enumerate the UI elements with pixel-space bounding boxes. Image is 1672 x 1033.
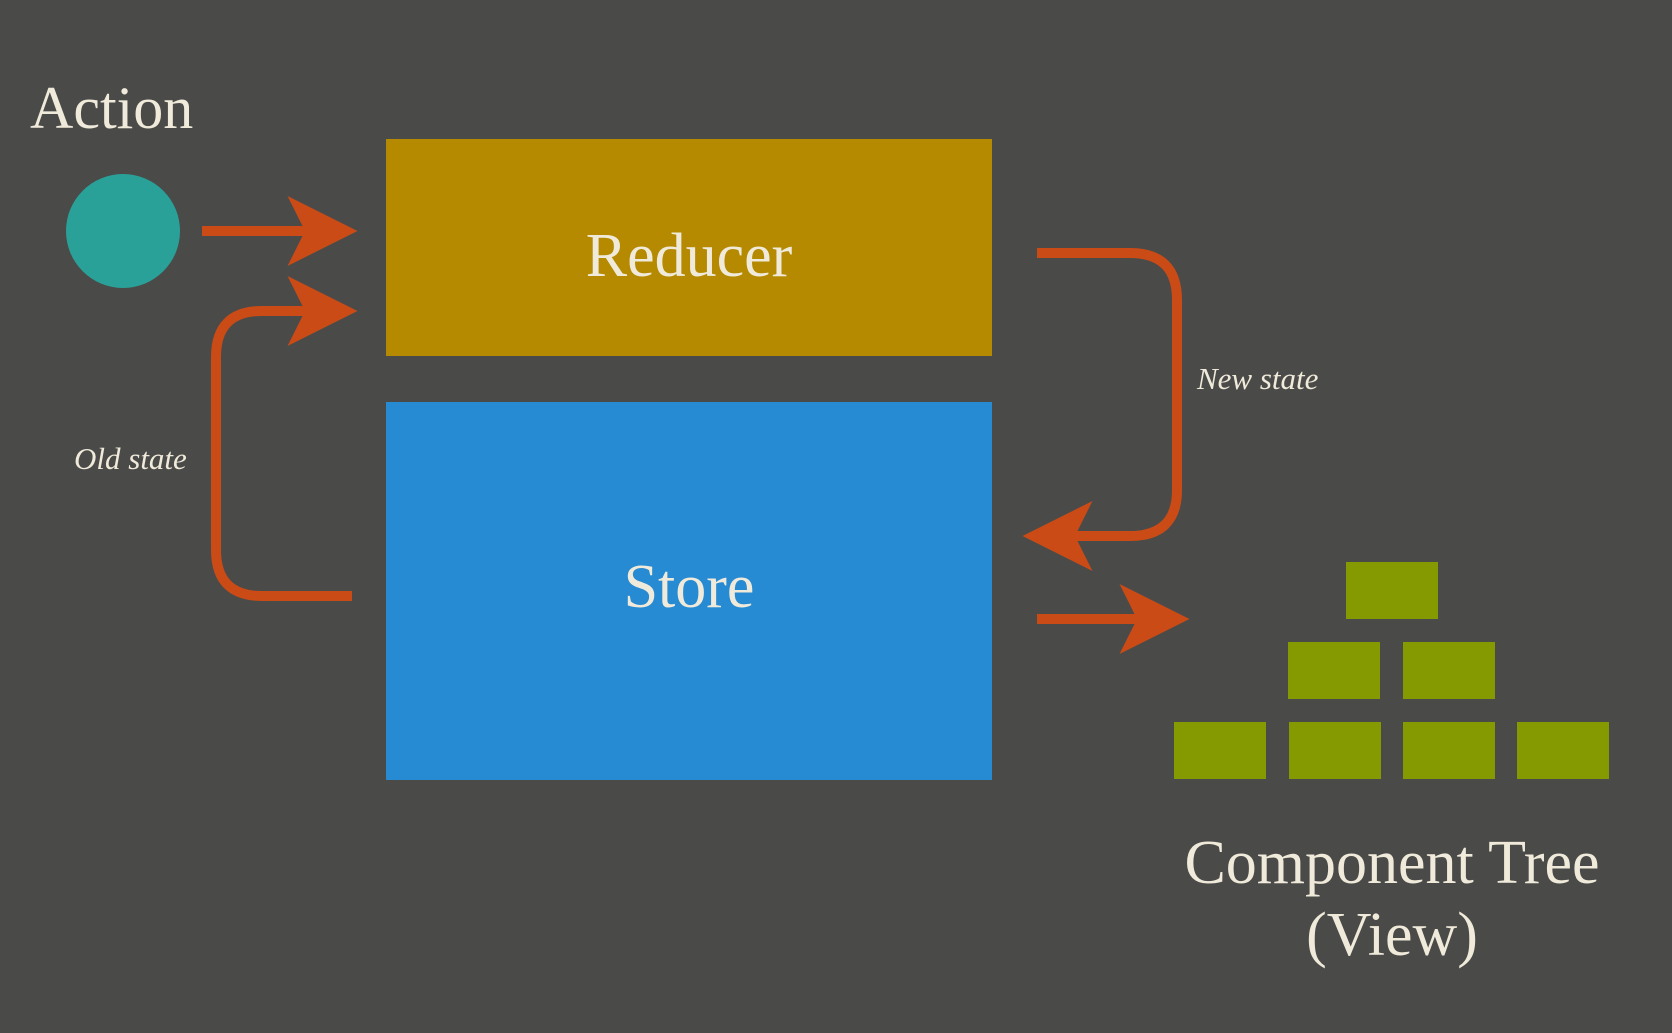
reducer-label: Reducer <box>586 222 793 290</box>
component-tree-label: Component Tree <box>1184 829 1599 897</box>
old-state-arrow <box>211 276 358 601</box>
tree-node-level2[interactable] <box>1288 642 1380 699</box>
component-tree[interactable] <box>1174 562 1609 779</box>
store-box[interactable] <box>386 402 992 780</box>
new-state-arrow <box>1022 248 1182 571</box>
tree-node-leaf[interactable] <box>1403 722 1495 779</box>
view-label: (View) <box>1306 901 1478 969</box>
tree-node-leaf[interactable] <box>1517 722 1609 779</box>
new-state-label: New state <box>1196 361 1319 396</box>
store-label: Store <box>624 553 755 621</box>
tree-node-root[interactable] <box>1346 562 1438 619</box>
reducer-box[interactable] <box>386 139 992 356</box>
store-node[interactable]: Store <box>386 402 992 780</box>
action-node[interactable] <box>66 174 180 288</box>
tree-node-leaf[interactable] <box>1289 722 1381 779</box>
tree-node-level2[interactable] <box>1403 642 1495 699</box>
reducer-node[interactable]: Reducer <box>386 139 992 356</box>
action-label: Action <box>30 75 193 141</box>
tree-node-leaf[interactable] <box>1174 722 1266 779</box>
old-state-label: Old state <box>74 441 187 476</box>
